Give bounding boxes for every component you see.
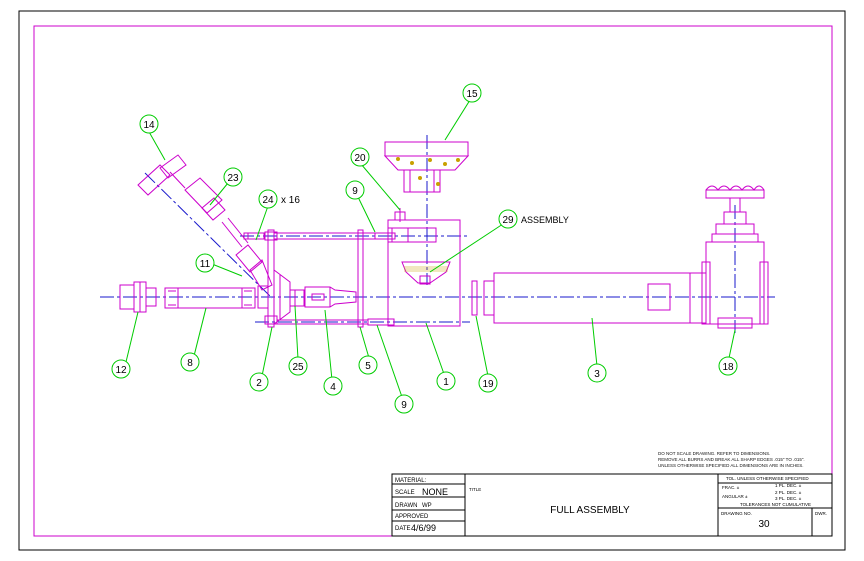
balloon-9-bottom: 9 xyxy=(394,394,414,414)
qty-annotation: x 16 xyxy=(281,195,300,206)
svg-text:9: 9 xyxy=(401,400,407,411)
drawing-number: 30 xyxy=(758,519,770,530)
part-3-tube xyxy=(483,272,707,324)
part-8-pipe-nipple xyxy=(164,287,256,309)
svg-text:25: 25 xyxy=(292,362,304,373)
scale-label: SCALE xyxy=(395,490,415,496)
balloon-1: 1 xyxy=(436,371,456,391)
callout-balloons: 15 14 23 24 9 20 29 11 12 8 2 25 4 5 9 1… xyxy=(111,83,738,414)
part-5-plate xyxy=(357,229,364,328)
part-15-hopper xyxy=(383,141,470,193)
tolerance-1pl: 1 PL. DEC. ± xyxy=(775,483,802,488)
note-line-3: UNLESS OTHERWISE SPECIFIED ALL DIMENSION… xyxy=(658,463,804,468)
part-1-housing xyxy=(387,208,461,327)
balloon-2: 2 xyxy=(249,372,269,392)
balloon-11: 11 xyxy=(195,253,215,273)
balloon-23: 23 xyxy=(223,167,243,187)
svg-text:14: 14 xyxy=(143,120,155,131)
revision-label: DWR. xyxy=(815,511,827,516)
svg-text:3: 3 xyxy=(594,369,600,380)
leader-lines xyxy=(125,99,736,398)
part-14-handle xyxy=(137,154,187,196)
svg-text:9: 9 xyxy=(352,186,358,197)
title-block: MATERIAL: SCALE NONE DRAWN WP APPROVED D… xyxy=(391,473,833,537)
drawn-value: WP xyxy=(422,503,432,509)
balloon-4: 4 xyxy=(323,376,343,396)
scale-value: NONE xyxy=(422,487,448,497)
tolerance-frac: FRAC. ± xyxy=(722,485,740,490)
tolerance-header: TOL. UNLESS OTHERWISE SPECIFIED xyxy=(726,476,809,481)
balloon-5: 5 xyxy=(358,355,378,375)
balloon-29: 29 xyxy=(498,209,518,229)
diagonal-centerline xyxy=(144,172,273,299)
svg-text:2: 2 xyxy=(256,378,262,389)
drawing-no-label: DRAWING NO. xyxy=(721,511,752,516)
part-12-union xyxy=(119,281,157,313)
svg-text:12: 12 xyxy=(115,365,127,376)
tolerance-angular: ANGULAR ± xyxy=(722,494,748,499)
balloon-12: 12 xyxy=(111,359,131,379)
general-notes: DO NOT SCALE DRAWING. REFER TO DIMENSION… xyxy=(658,451,805,468)
svg-text:18: 18 xyxy=(722,362,734,373)
title-label: TITLE xyxy=(469,487,481,492)
drawing-title: FULL ASSEMBLY xyxy=(550,505,630,516)
date-value: 4/6/99 xyxy=(411,523,436,533)
assembly-annotation: ASSEMBLY xyxy=(521,215,569,225)
svg-text:19: 19 xyxy=(482,379,494,390)
part-1-detail-hatch xyxy=(404,266,448,272)
balloon-9-top: 9 xyxy=(345,180,365,200)
balloon-19: 19 xyxy=(478,373,498,393)
tolerance-3pl: 3 PL. DEC. ± xyxy=(775,496,802,501)
svg-text:8: 8 xyxy=(187,358,193,369)
svg-text:4: 4 xyxy=(330,382,336,393)
part-24-bolts xyxy=(243,232,396,326)
svg-text:24: 24 xyxy=(262,195,274,206)
date-label: DATE xyxy=(395,526,411,532)
part-4-nozzle xyxy=(304,286,357,308)
svg-text:5: 5 xyxy=(365,361,371,372)
part-19-gasket xyxy=(471,280,478,316)
balloon-3: 3 xyxy=(587,363,607,383)
part-11-elbow xyxy=(221,217,273,291)
note-line-2: REMOVE ALL BURRS AND BREAK ALL SHARP EDG… xyxy=(658,457,805,462)
approved-label: APPROVED xyxy=(395,514,429,520)
balloon-18: 18 xyxy=(718,356,738,376)
svg-text:11: 11 xyxy=(200,259,211,270)
balloon-25: 25 xyxy=(288,356,308,376)
svg-text:15: 15 xyxy=(466,89,478,100)
part-23-valve-body xyxy=(184,177,226,221)
svg-text:1: 1 xyxy=(443,377,449,388)
svg-text:29: 29 xyxy=(502,215,514,226)
part-2-flange xyxy=(264,229,291,328)
part-25-adapter xyxy=(257,285,305,309)
balloon-8: 8 xyxy=(180,352,200,372)
drawn-label: DRAWN xyxy=(395,503,417,509)
svg-text:20: 20 xyxy=(354,153,366,164)
balloon-20: 20 xyxy=(350,147,370,167)
tolerance-note: TOLERANCES NOT CUMULATIVE xyxy=(740,502,811,507)
balloon-14: 14 xyxy=(139,114,159,134)
part-18-gate-valve xyxy=(701,185,769,329)
sheet-outer-border xyxy=(18,10,846,551)
svg-text:23: 23 xyxy=(227,173,239,184)
balloon-24: 24 xyxy=(258,189,278,209)
material-label: MATERIAL: xyxy=(395,478,427,484)
note-line-1: DO NOT SCALE DRAWING. REFER TO DIMENSION… xyxy=(658,451,770,456)
balloon-15: 15 xyxy=(462,83,482,103)
tolerance-2pl: 2 PL. DEC. ± xyxy=(775,490,802,495)
